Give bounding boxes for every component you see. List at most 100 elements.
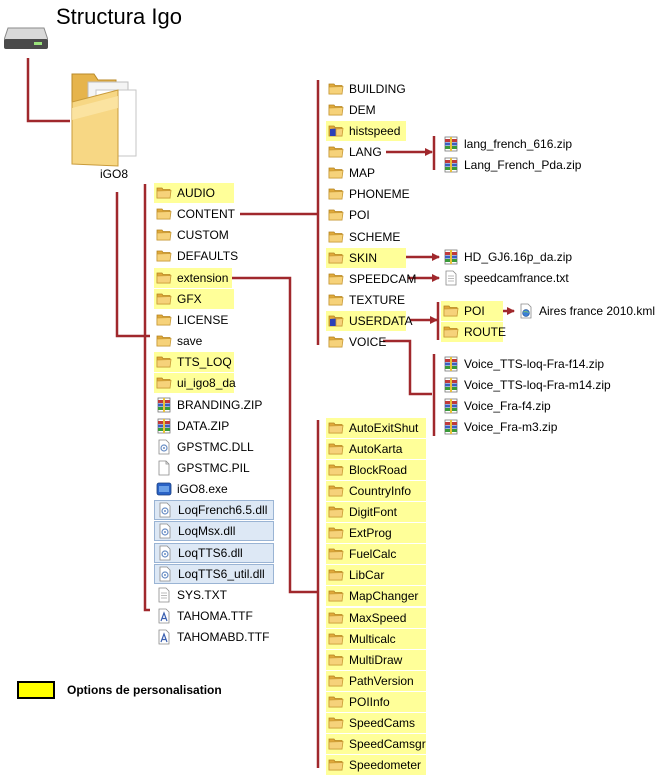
tree-item-route[interactable]: ROUTE — [441, 322, 506, 342]
tree-item-histspeed[interactable]: histspeed — [326, 121, 406, 141]
folder-icon — [328, 652, 344, 668]
tree-item-poi[interactable]: POI — [441, 301, 503, 321]
connector-voice-arrow — [383, 339, 432, 396]
tree-item-voice[interactable]: VOICE — [326, 332, 392, 352]
tree-item-extension[interactable]: extension — [154, 268, 232, 288]
tree-item-custom[interactable]: CUSTOM — [154, 225, 235, 245]
tree-item-label: GPSTMC.PIL — [177, 461, 250, 475]
tree-item-voice-fra-m3-zip[interactable]: Voice_Fra-m3.zip — [441, 417, 563, 437]
folder-icon — [328, 610, 344, 626]
tree-item-gfx[interactable]: GFX — [154, 289, 234, 309]
tree-item-label: Lang_French_Pda.zip — [464, 158, 582, 172]
folder-icon — [156, 248, 172, 264]
folder-icon — [328, 504, 344, 520]
tree-item-data-zip[interactable]: DATA.ZIP — [154, 416, 235, 436]
tree-item-label: ROUTE — [464, 325, 506, 339]
text-file-icon — [156, 587, 172, 603]
tree-item-label: save — [177, 334, 203, 348]
tree-item-mapchanger[interactable]: MapChanger — [326, 586, 426, 606]
folder-icon — [328, 250, 344, 266]
tree-item-dem[interactable]: DEM — [326, 100, 382, 120]
tree-item-label: AutoExitShut — [349, 421, 419, 435]
tree-item-defaults[interactable]: DEFAULTS — [154, 246, 244, 266]
tree-item-loqfrench6-5-dll[interactable]: LoqFrench6.5.dll — [154, 500, 274, 520]
tree-item-lang[interactable]: LANG — [326, 142, 388, 162]
tree-item-speedcam[interactable]: SPEEDCAM — [326, 269, 422, 289]
zip-icon — [443, 136, 459, 152]
tree-item-label: LoqMsx.dll — [178, 524, 236, 538]
tree-item-label: VOICE — [349, 335, 387, 349]
tree-item-poi[interactable]: POI — [326, 205, 376, 225]
zip-icon — [443, 249, 459, 265]
tree-item-label: BRANDING.ZIP — [177, 398, 263, 412]
tree-item-label: Aires france 2010.kml — [539, 304, 656, 318]
tree-item-igo8-exe[interactable]: iGO8.exe — [154, 479, 234, 499]
drive-icon — [3, 22, 49, 50]
tree-item-voice-tts-loq-fra-m14-zip[interactable]: Voice_TTS-loq-Fra-m14.zip — [441, 375, 617, 395]
tree-item-voice-tts-loq-fra-f14-zip[interactable]: Voice_TTS-loq-Fra-f14.zip — [441, 354, 610, 374]
tree-item-lang-french-616-zip[interactable]: lang_french_616.zip — [441, 134, 578, 154]
tree-item-blockroad[interactable]: BlockRoad — [326, 460, 426, 480]
tree-item-tts-loq[interactable]: TTS_LOQ — [154, 352, 234, 372]
tree-item-userdata[interactable]: USERDATA — [326, 311, 413, 331]
file-icon — [156, 460, 172, 476]
tree-item-digitfont[interactable]: DigitFont — [326, 502, 426, 522]
tree-item-tahoma-ttf[interactable]: TAHOMA.TTF — [154, 606, 259, 626]
tree-item-label: CONTENT — [177, 207, 235, 221]
tree-item-autokarta[interactable]: AutoKarta — [326, 439, 426, 459]
tree-item-sys-txt[interactable]: SYS.TXT — [154, 585, 233, 605]
tree-item-speedcams[interactable]: SpeedCams — [326, 713, 426, 733]
tree-item-voice-fra-f4-zip[interactable]: Voice_Fra-f4.zip — [441, 396, 557, 416]
tree-item-scheme[interactable]: SCHEME — [326, 227, 406, 247]
tree-item-loqmsx-dll[interactable]: LoqMsx.dll — [154, 521, 274, 541]
tree-item-label: AUDIO — [177, 186, 216, 200]
tree-item-label: Multicalc — [349, 632, 396, 646]
tree-item-gpstmc-dll[interactable]: GPSTMC.DLL — [154, 437, 260, 457]
tree-item-autoexitshut[interactable]: AutoExitShut — [326, 418, 426, 438]
tree-item-label: CountryInfo — [349, 484, 412, 498]
tree-item-label: POI — [464, 304, 485, 318]
tree-item-hd-gj6-16p-da-zip[interactable]: HD_GJ6.16p_da.zip — [441, 247, 578, 267]
tree-item-label: AutoKarta — [349, 442, 403, 456]
tree-item-license[interactable]: LICENSE — [154, 310, 234, 330]
tree-item-loqtts6-util-dll[interactable]: LoqTTS6_util.dll — [154, 564, 274, 584]
tree-item-content[interactable]: CONTENT — [154, 204, 241, 224]
tree-item-label: GFX — [177, 292, 202, 306]
tree-item-audio[interactable]: AUDIO — [154, 183, 234, 203]
tree-item-speedcamsgr[interactable]: SpeedCamsgr — [326, 734, 426, 754]
tree-item-label: TTS_LOQ — [177, 355, 232, 369]
tree-item-save[interactable]: save — [154, 331, 208, 351]
tree-item-extprog[interactable]: ExtProg — [326, 523, 426, 543]
tree-item-label: Voice_Fra-m3.zip — [464, 420, 558, 434]
tree-item-texture[interactable]: TEXTURE — [326, 290, 411, 310]
tree-item-ui-igo8-da[interactable]: ui_igo8_da — [154, 373, 236, 393]
tree-item-speedcamfrance-txt[interactable]: speedcamfrance.txt — [441, 268, 575, 288]
tree-item-loqtts6-dll[interactable]: LoqTTS6.dll — [154, 543, 274, 563]
tree-item-multicalc[interactable]: Multicalc — [326, 629, 426, 649]
tree-item-speedometer[interactable]: Speedometer — [326, 755, 426, 775]
tree-item-maxspeed[interactable]: MaxSpeed — [326, 608, 426, 628]
tree-item-label: MAP — [349, 166, 376, 180]
connector-extension-tree — [232, 276, 318, 594]
tree-item-aires-france-2010-kml[interactable]: Aires france 2010.kml — [516, 301, 661, 321]
tree-item-pathversion[interactable]: PathVersion — [326, 671, 426, 691]
tree-item-libcar[interactable]: LibCar — [326, 565, 426, 585]
tree-item-lang-french-pda-zip[interactable]: Lang_French_Pda.zip — [441, 155, 587, 175]
tree-item-gpstmc-pil[interactable]: GPSTMC.PIL — [154, 458, 256, 478]
tree-item-tahomabd-ttf[interactable]: TAHOMABD.TTF — [154, 627, 275, 647]
tree-item-building[interactable]: BUILDING — [326, 79, 412, 99]
tree-item-multidraw[interactable]: MultiDraw — [326, 650, 426, 670]
zip-icon — [443, 356, 459, 372]
tree-item-label: MultiDraw — [349, 653, 403, 667]
tree-item-map[interactable]: MAP — [326, 163, 381, 183]
tree-item-countryinfo[interactable]: CountryInfo — [326, 481, 426, 501]
connector-igo8-files — [143, 184, 150, 612]
tree-item-fuelcalc[interactable]: FuelCalc — [326, 544, 426, 564]
blue-folder-icon — [328, 123, 344, 139]
tree-item-branding-zip[interactable]: BRANDING.ZIP — [154, 395, 268, 415]
tree-item-label: SCHEME — [349, 230, 401, 244]
tree-item-label: SpeedCams — [349, 716, 416, 730]
tree-item-poiinfo[interactable]: POIInfo — [326, 692, 426, 712]
tree-item-skin[interactable]: SKIN — [326, 248, 406, 268]
tree-item-phoneme[interactable]: PHONEME — [326, 184, 416, 204]
